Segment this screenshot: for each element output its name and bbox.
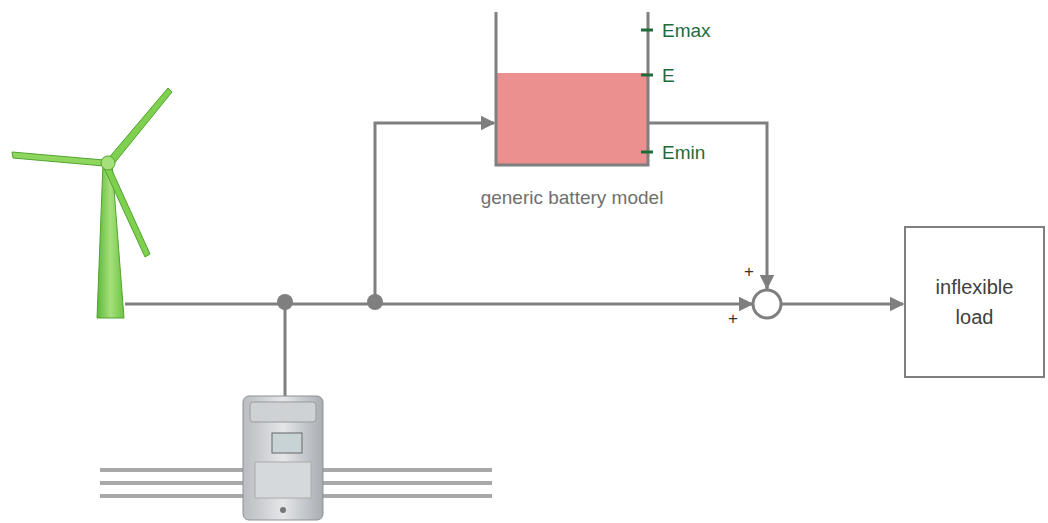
charge-wire [375,123,494,304]
battery-caption: generic battery model [481,187,664,209]
battery-node: generic battery model [496,12,648,165]
junction-dot [277,294,293,310]
level-label: E [662,66,675,85]
meter-wire [284,304,287,398]
level-ticks [641,30,653,152]
sign-label: + [744,263,754,280]
junction-input [766,275,769,288]
battery-tank [496,12,648,165]
battery-fill [497,73,647,165]
junction-dot [367,294,383,310]
electricity-meter [243,396,323,520]
sign-label: + [728,310,738,327]
load-box: inflexible load [904,226,1045,378]
level-label: Emax [662,21,711,40]
summing-junction [753,290,781,318]
wind-turbine [12,88,172,318]
level-label: Emin [662,143,705,162]
load-label: inflexible load [914,272,1035,332]
flow-connector [648,123,903,304]
bus-wire [125,303,752,306]
